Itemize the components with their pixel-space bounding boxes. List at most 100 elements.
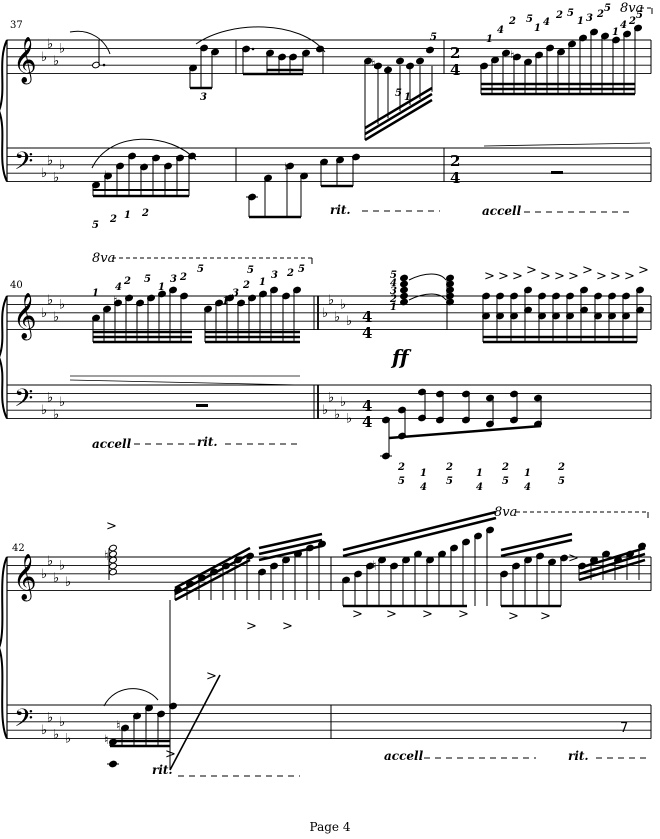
accent-mark: > <box>610 269 621 284</box>
ottava-marking: 8va <box>494 505 517 520</box>
fingering: 1 <box>486 34 493 45</box>
beam <box>174 546 251 590</box>
fingering: 1 <box>390 302 397 313</box>
flat-sign: ♭ <box>334 310 340 325</box>
natural-sign: ♮ <box>104 549 109 564</box>
flat-sign: ♭ <box>47 154 53 169</box>
slanted-line <box>169 674 221 771</box>
fingering: 4 <box>420 482 427 493</box>
note-head <box>381 416 391 424</box>
tempo-marking-rit: rit. <box>568 749 589 763</box>
beam <box>364 92 433 136</box>
bass-clef-icon: 𝄢 <box>14 704 33 739</box>
flat-sign: ♭ <box>334 407 340 422</box>
beam <box>500 532 573 552</box>
page-number: Page 4 <box>309 820 351 834</box>
eighth-rest: 7 <box>620 721 628 736</box>
fingering: 5 <box>92 220 99 231</box>
slur <box>103 688 159 707</box>
dot <box>251 47 255 51</box>
note-head <box>395 57 405 65</box>
flat-sign: ♭ <box>53 310 59 325</box>
fingering: 2 <box>501 462 509 473</box>
beam <box>258 538 323 556</box>
tempo-marking-rit: rit. <box>330 203 351 217</box>
time-signature-denominator: 4 <box>362 324 372 342</box>
fingering: 5 <box>558 476 565 487</box>
flat-sign: ♭ <box>340 297 346 312</box>
fingering: 5 <box>430 32 437 43</box>
slur <box>91 138 197 169</box>
fingering: 1 <box>404 92 411 103</box>
fingering: 1 <box>259 277 266 288</box>
note-head <box>509 390 519 398</box>
dot <box>102 63 106 67</box>
fingering: 3 <box>232 288 239 299</box>
accent-mark: > <box>106 519 117 534</box>
flat-sign: ♭ <box>59 297 65 312</box>
time-signature-denominator: 4 <box>450 169 460 187</box>
chord-note-head <box>108 550 118 558</box>
tempo-marking-rit: rit. <box>152 763 173 777</box>
fingering: 1 <box>222 296 229 307</box>
fingering: 2 <box>397 462 405 473</box>
flat-sign: ♭ <box>53 170 59 185</box>
note-head <box>435 390 445 398</box>
flat-sign: ♭ <box>65 575 71 590</box>
flat-sign: ♭ <box>59 41 65 56</box>
fingering: 2 <box>179 272 187 283</box>
accent-mark: > <box>352 607 363 622</box>
flat-sign: ♭ <box>41 306 47 321</box>
fingering: 1 <box>158 282 165 293</box>
fingering: 1 <box>420 468 427 479</box>
fingering: 2 <box>555 10 563 21</box>
fingering: 5 <box>398 476 405 487</box>
accent-mark: > <box>526 263 537 278</box>
hairpin-line <box>69 379 301 386</box>
beam <box>388 424 542 440</box>
fingering: 3 <box>271 270 278 281</box>
fingering: 1 <box>534 23 541 34</box>
brace <box>0 39 8 183</box>
accent-mark: > <box>508 609 519 624</box>
fingering: 4 <box>390 278 397 289</box>
fingering: 5 <box>604 3 611 14</box>
treble-clef-icon: 𝄞 <box>13 37 37 85</box>
flat-sign: ♭ <box>322 403 328 418</box>
tempo-marking-accell: accell <box>384 749 424 763</box>
fingering: 5 <box>298 264 305 275</box>
accent-mark: > <box>638 263 649 278</box>
tempo-marking-accell: accell <box>482 204 522 218</box>
beam <box>174 552 251 596</box>
beam <box>342 516 497 558</box>
measure-number: 40 <box>10 280 23 291</box>
fingering: 2 <box>141 208 149 219</box>
fingering: 4 <box>476 482 483 493</box>
accent-mark: > <box>624 269 635 284</box>
fingering: 2 <box>557 462 565 473</box>
flat-sign: ♭ <box>41 723 47 738</box>
beam <box>342 510 497 552</box>
chord-note-head <box>108 562 118 570</box>
tempo-marking-rit: rit. <box>197 435 218 449</box>
natural-sign: ♮ <box>371 57 376 72</box>
flat-sign: ♭ <box>346 314 352 329</box>
bass-clef-icon: 𝄢 <box>14 384 33 419</box>
natural-sign: ♮ <box>113 294 118 309</box>
time-signature-numerator: 2 <box>450 152 460 170</box>
ottava-marking: 8va <box>620 1 643 16</box>
fingering: 2 <box>123 276 131 287</box>
fingering: 4 <box>497 25 504 36</box>
flat-sign: ♭ <box>47 711 53 726</box>
flat-sign: ♭ <box>65 732 71 747</box>
accent-mark: > <box>484 269 495 284</box>
hairpin-line <box>483 142 651 147</box>
beam <box>364 86 433 130</box>
fingering: 4 <box>524 482 531 493</box>
accent-mark: > <box>422 607 433 622</box>
fingering: 3 <box>586 13 593 24</box>
accent-mark: > <box>165 747 176 762</box>
flat-sign: ♭ <box>59 158 65 173</box>
fingering: 4 <box>543 17 550 28</box>
